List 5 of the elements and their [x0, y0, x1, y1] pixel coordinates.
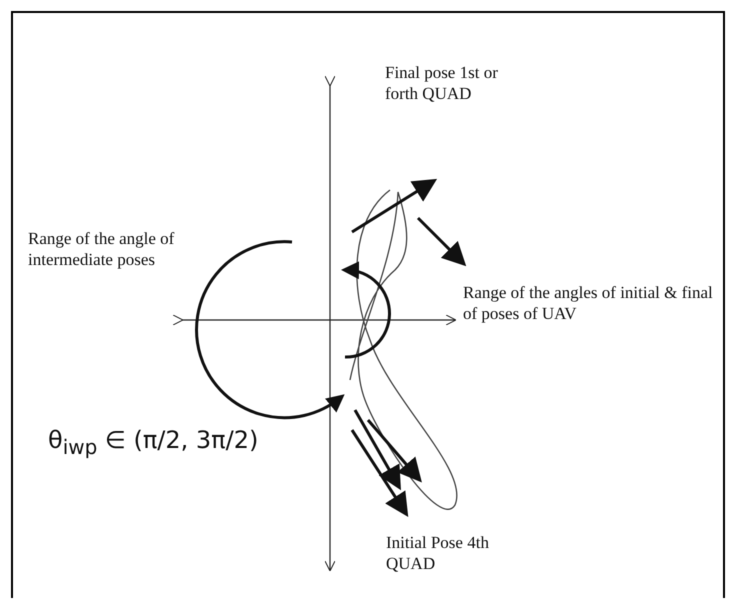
annotation-text: Final pose 1st or forth QUAD [385, 62, 499, 104]
annotation-text: Initial Pose 4th QUAD [386, 532, 490, 574]
annotation-text: Range of the angle of intermediate poses [28, 228, 176, 270]
annotation-text: Range of the angles of initial & final of poses of UAV [463, 282, 714, 324]
angle-formula: θ$_{iwp}$ ∈ (π/2, 3π/2) [48, 425, 258, 461]
